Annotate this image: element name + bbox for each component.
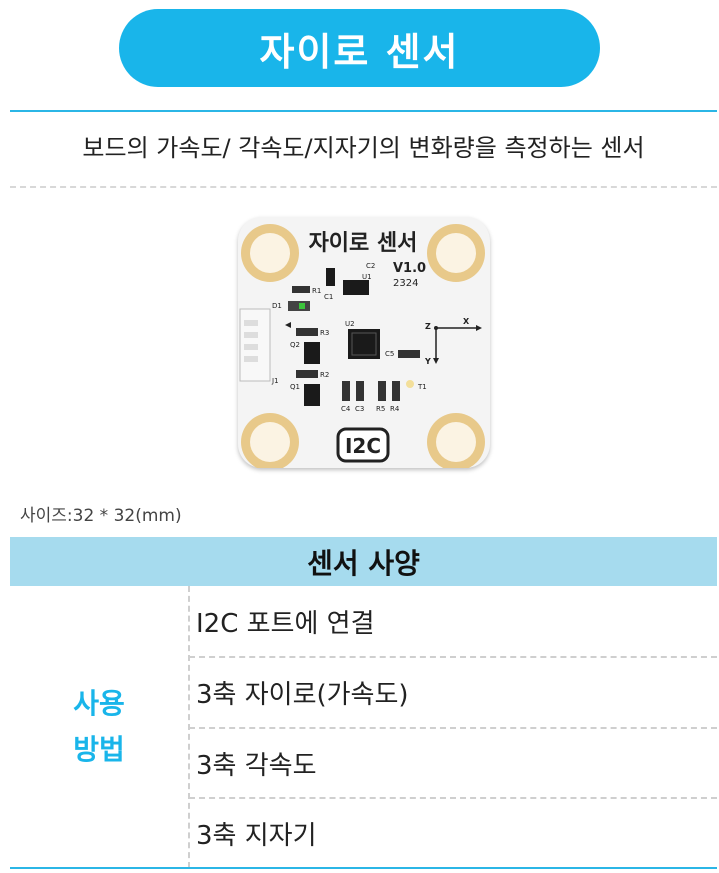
spec-item: 3축 각속도 [196, 750, 317, 781]
label-axis-z: Z [425, 322, 431, 331]
label-c1: C1 [324, 293, 333, 301]
label-q1: Q1 [290, 383, 300, 391]
label-c3: C3 [355, 405, 364, 413]
top-divider [10, 110, 717, 112]
chip-u1 [343, 280, 369, 295]
mounting-pad-bottom-left [241, 413, 299, 468]
label-c2: C2 [366, 262, 375, 270]
test-point-t1 [406, 380, 414, 388]
pin-arrow-icon [285, 322, 291, 328]
label-axis-x: X [463, 317, 470, 326]
i2c-badge [336, 427, 390, 463]
spec-header: 센서 사양 [10, 537, 717, 586]
label-j1: J1 [271, 377, 279, 385]
sensor-board-image: 자이로 센서 V1.0 2324 C2 U1 C1 R1 D1 J1 R3 Q2… [238, 217, 490, 468]
board-silk-title: 자이로 센서 [309, 231, 418, 256]
label-d1: D1 [272, 302, 282, 310]
axis-y-arrow-icon [433, 358, 439, 364]
label-u2: U2 [345, 320, 355, 328]
bottom-divider [10, 867, 717, 869]
board-code: 2324 [393, 278, 418, 289]
spec-row-divider [189, 797, 717, 799]
label-t1: T1 [417, 383, 427, 391]
capacitor-c3 [356, 381, 364, 401]
spec-item: 3축 자이로(가속도) [196, 679, 409, 710]
capacitor-c4 [342, 381, 350, 401]
label-u1: U1 [362, 273, 372, 281]
page-title: 자이로 센서 [259, 29, 460, 74]
label-axis-y: Y [424, 357, 431, 366]
spec-header-title: 센서 사양 [307, 546, 420, 580]
resistor-r2 [296, 370, 318, 378]
label-c4: C4 [341, 405, 351, 413]
transistor-q2 [304, 342, 320, 364]
resistor-r3 [296, 328, 318, 336]
board-version: V1.0 [393, 261, 426, 276]
usage-label: 사용 방법 [10, 586, 188, 868]
mounting-pad-top-left [241, 224, 299, 282]
spec-item: I2C 포트에 연결 [196, 608, 375, 639]
usage-label-line2: 방법 [73, 733, 125, 766]
i2c-badge-label: I2C [345, 434, 381, 458]
axis-indicator [435, 327, 480, 362]
board-illustration: 자이로 센서 V1.0 2324 C2 U1 C1 R1 D1 J1 R3 Q2… [239, 224, 485, 468]
label-r5: R5 [376, 405, 385, 413]
label-r2: R2 [320, 371, 329, 379]
led-d1-light [299, 303, 305, 309]
sensor-description: 보드의 가속도/ 각속도/지자기의 변화량을 측정하는 센서 [82, 134, 645, 162]
axis-x-arrow-icon [476, 325, 482, 331]
chip-u2 [348, 329, 380, 359]
resistor-r4 [392, 381, 400, 401]
mounting-pad-bottom-right [427, 413, 485, 468]
capacitor-c5 [398, 350, 420, 358]
page-title-banner: 자이로 센서 [119, 9, 600, 87]
spec-row-divider [189, 656, 717, 658]
spec-item: 3축 지자기 [196, 820, 317, 851]
label-r1: R1 [312, 287, 321, 295]
transistor-q1 [304, 384, 320, 406]
size-label: 사이즈:32 * 32(mm) [20, 506, 182, 526]
mounting-pad-top-right [427, 224, 485, 282]
label-r3: R3 [320, 329, 329, 337]
label-q2: Q2 [290, 341, 300, 349]
resistor-r1 [292, 286, 310, 293]
dashed-divider [10, 186, 717, 188]
spec-row-divider [189, 727, 717, 729]
resistor-r5 [378, 381, 386, 401]
usage-label-line1: 사용 [73, 687, 125, 720]
label-c5: C5 [385, 350, 394, 358]
capacitor-c1 [326, 268, 335, 286]
label-r4: R4 [390, 405, 400, 413]
